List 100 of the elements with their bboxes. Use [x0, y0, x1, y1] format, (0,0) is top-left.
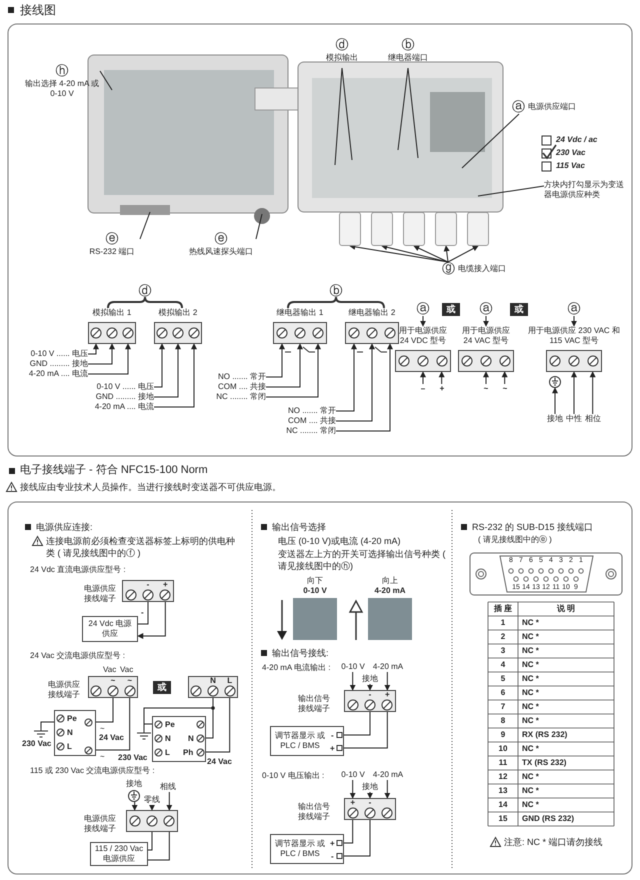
wire [138, 602, 148, 624]
arrow [137, 602, 166, 639]
terminal-heading: 用于电源供应 24 VAC 型号 [461, 326, 511, 346]
terminal-heading: 继电器输出 1 [276, 308, 324, 318]
or-marker: 或 [153, 681, 171, 694]
terminal-heading: 用于电源供应 230 VAC 和 115 VAC 型号 [527, 326, 621, 346]
arrow [266, 343, 303, 388]
node-caption: Vac [120, 665, 134, 675]
callout-letter: ⓓ [336, 38, 348, 52]
wire-label: 接地 [362, 782, 378, 792]
wire-label: GND ......... 接地 [12, 359, 88, 369]
arrow [571, 371, 577, 414]
leader-line [462, 114, 520, 168]
table-header-text: 说 明 [556, 604, 576, 614]
terminal-label: Pe [67, 714, 77, 724]
label-text: 输出信号接线: [272, 647, 329, 659]
arrow [132, 802, 138, 811]
callout-text: 电源供应端口 [528, 102, 576, 112]
callout-letter: ⓔ [214, 232, 228, 246]
terminal-sign: N [209, 676, 217, 685]
terminal-heading: 模拟输出 1 [92, 308, 132, 318]
label-text: 向上 [381, 576, 399, 586]
label-text: 变送器左上方的开关可选择输出信号种类 ( 请见接线图中的ⓗ) [278, 548, 446, 572]
device-box: 115 / 230 Vac 电源供应 [90, 842, 148, 866]
wire-label: COM .... 共接 [196, 382, 266, 392]
device-box: 24 Vdc 电源供应 [82, 616, 138, 642]
arrow [381, 244, 448, 262]
callout-letter: ⓖ [442, 262, 455, 276]
label-text: 接线应由专业技术人员操作。当进行接线时变送器不可供应电源。 [20, 481, 281, 493]
table-header-text: 插 座 [492, 604, 514, 614]
label-text: 4-20 mA [373, 586, 407, 596]
or-marker: 或 [510, 303, 528, 316]
terminal-sign: ~ [110, 676, 116, 685]
leader-line [256, 214, 262, 240]
arrow [336, 343, 357, 412]
terminal-sign: ~ [126, 676, 133, 685]
cable-gland [371, 212, 393, 246]
terminal-heading: 继电器输出 2 [348, 308, 396, 318]
node-caption: Vac [103, 665, 116, 675]
arrow [166, 792, 172, 811]
terminal-label: L [67, 742, 72, 752]
cable-gland [339, 212, 361, 246]
table-text: NC * [522, 632, 539, 642]
table-text: 7 [500, 702, 506, 712]
terminal-sign: + [330, 839, 335, 849]
option-text: 24 Vdc / ac [556, 135, 598, 145]
callout-letter: ⓓ [138, 284, 152, 298]
table-text: NC * [522, 674, 539, 684]
wire [344, 820, 370, 856]
table-text: TX (RS 232) [522, 758, 566, 768]
terminal-sign: - [368, 798, 372, 807]
wire-label: 零线 [142, 795, 162, 805]
wire-label: 4-20 mA [372, 770, 404, 780]
or-marker: 或 [442, 303, 460, 316]
terminal-sign: + [384, 690, 391, 699]
transformer-box [54, 710, 96, 756]
cable-gland [467, 212, 489, 246]
box-text: 调节器显示 或 PLC / BMS [274, 731, 326, 751]
polarity-sign: + [437, 384, 447, 394]
table-text: NC * [522, 800, 539, 810]
callout-letter: ⓐ [512, 100, 525, 114]
leader-line [478, 186, 544, 196]
arrow [154, 343, 197, 408]
table-text: NC * [522, 660, 539, 670]
arrow [420, 371, 426, 384]
terminal-label: N [165, 734, 171, 744]
node-caption: 接地 [126, 779, 142, 789]
wire-label: 接地 [362, 674, 378, 684]
label-text: ( 请见接线图中的ⓔ ) [478, 535, 552, 545]
node-caption: 电源供应接线端子 [48, 680, 81, 700]
table-text: 3 [500, 646, 506, 656]
label-text: 24 Vac 交流电源供应型号 : [30, 651, 125, 661]
arrow [413, 246, 448, 262]
terminal-sign: + [330, 744, 335, 754]
terminal-sign: + [162, 580, 169, 589]
label-text: 向下 [306, 576, 324, 586]
wire-label: COM .... 共接 [266, 416, 336, 426]
callout-letter: ⓗ [56, 64, 68, 78]
label-text: 24 Vdc 直流电源供应型号 : [30, 565, 126, 575]
arrow [571, 316, 577, 327]
table-text: NC * [522, 646, 539, 656]
wire-label: 接地 [545, 414, 565, 424]
wire-label: 4-20 mA .... 电流 [12, 369, 88, 379]
table-text: NC * [522, 618, 539, 628]
arrow [483, 316, 489, 327]
wire-label: NO ....... 常开 [196, 372, 266, 382]
arrow [336, 343, 375, 422]
arrow [483, 371, 489, 384]
arrow [552, 387, 558, 414]
wire-label: GND ......... 接地 [78, 392, 154, 402]
table-text: 13 [498, 786, 508, 796]
node-caption: 24 Vac [207, 757, 232, 767]
callout-text: 继电器端口 [387, 53, 429, 63]
label-text: RS-232 的 SUB-D15 接线端口 [472, 521, 594, 533]
box-text: 调节器显示 或 PLC / BMS [274, 839, 326, 859]
label-text: 0-10 V [302, 586, 328, 596]
option-text: 230 Vac [556, 148, 586, 158]
terminal-sign: - [331, 731, 334, 741]
option-text: 115 Vac [556, 161, 585, 171]
wire [144, 698, 214, 730]
